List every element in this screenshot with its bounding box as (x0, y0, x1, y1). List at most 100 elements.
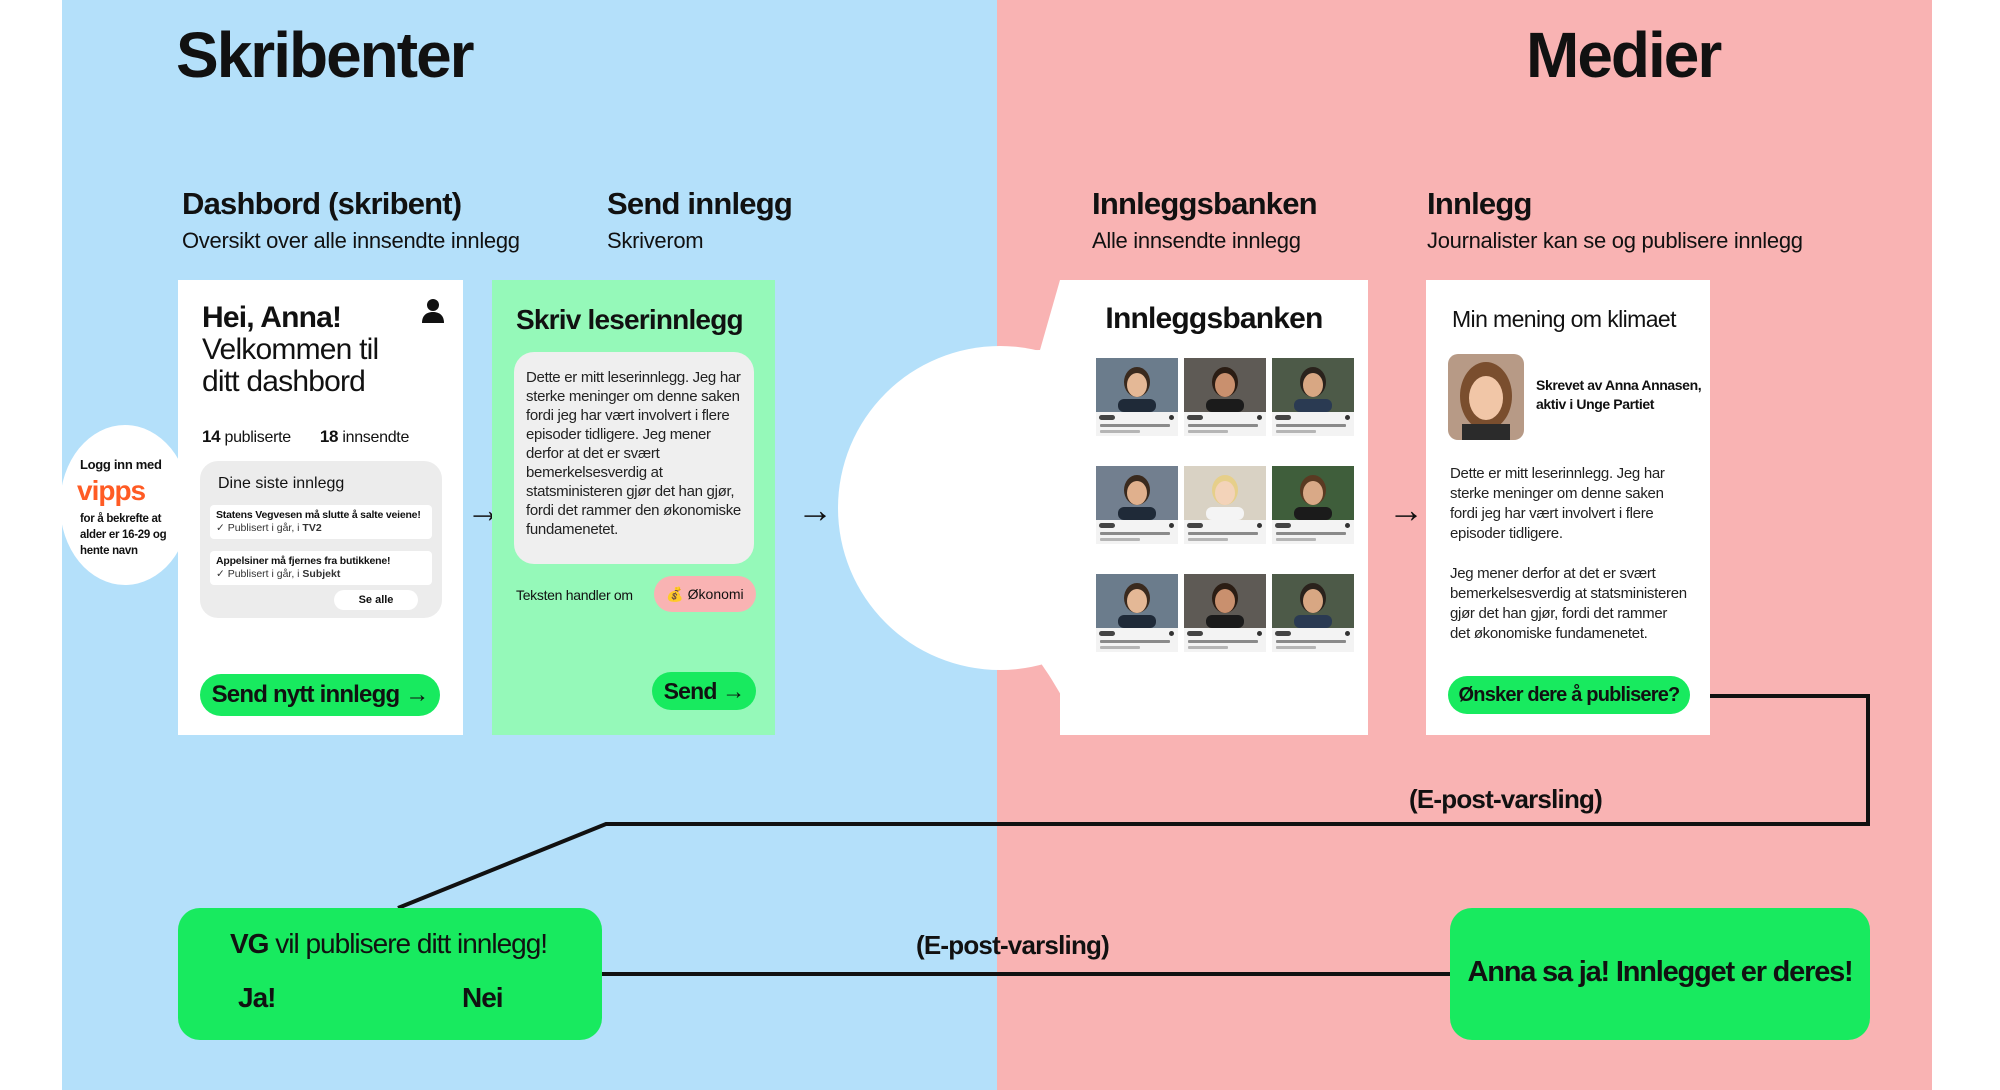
author-photo (1184, 466, 1266, 520)
greeting-name: Hei, Anna! (202, 301, 342, 334)
title-line (1100, 532, 1170, 535)
status-dot (1169, 523, 1174, 528)
outlet-name: VG (230, 928, 269, 959)
section-post-subtitle: Journalister kan se og publisere innlegg (1427, 228, 1803, 253)
arrow-right-icon: → (1388, 489, 1424, 530)
post-thumbnail[interactable] (1184, 358, 1266, 436)
writers-heading: Skribenter (176, 19, 475, 91)
user-icon[interactable] (421, 298, 445, 324)
section-post: Innlegg Journalister kan se og publisere… (1427, 186, 1803, 254)
section-dashboard: Dashbord (skribent) Oversikt over alle i… (182, 186, 520, 254)
meta-line (1188, 430, 1228, 433)
title-line (1276, 424, 1346, 427)
recent-posts-title: Dine siste innlegg (218, 475, 345, 492)
title-line (1100, 640, 1170, 643)
topic-chip (1099, 523, 1115, 528)
list-item-status: ✓ Publisert i går, i TV2 (216, 522, 322, 534)
list-item[interactable]: Statens Vegvesen må slutte å salte veien… (210, 505, 432, 539)
arrow-right-icon: → (797, 489, 833, 530)
post-thumbnail[interactable] (1096, 574, 1178, 652)
article-card: Min mening om klimaet Skrevet av Anna An… (1426, 280, 1710, 735)
article-byline: Skrevet av Anna Annasen, aktiv i Unge Pa… (1536, 377, 1702, 412)
topic-chip (1275, 523, 1291, 528)
status-dot (1345, 523, 1350, 528)
author-photo (1272, 466, 1354, 520)
email-notification-label: (E-post-varsling) (1409, 784, 1603, 814)
vipps-logo: vipps (77, 475, 146, 506)
post-thumbnail[interactable] (1272, 466, 1354, 544)
publish-request-button[interactable]: Ønsker dere å publisere? (1448, 676, 1690, 714)
vipps-login-text: Logg inn med (80, 457, 162, 472)
meta-line (1100, 538, 1140, 541)
status-dot (1169, 631, 1174, 636)
section-send: Send innlegg Skriverom (607, 186, 793, 254)
list-item-title: Statens Vegvesen må slutte å salte veien… (216, 509, 421, 521)
author-photo (1184, 358, 1266, 412)
section-bank: Innleggsbanken Alle innsendte innlegg (1092, 186, 1318, 254)
vipps-login-badge[interactable]: Logg inn med vipps for å bekrefte at ald… (60, 425, 190, 585)
money-bag-icon: 💰 (666, 586, 684, 602)
see-all-button[interactable]: Se alle (334, 590, 418, 610)
write-post-card: Skriv leserinnlegg Dette er mitt leserin… (492, 280, 775, 735)
published-label: publiserte (224, 429, 291, 446)
title-line (1276, 640, 1346, 643)
send-new-post-button[interactable]: Send nytt innlegg → (200, 674, 440, 716)
section-send-subtitle: Skriverom (607, 228, 704, 253)
post-thumbnail[interactable] (1096, 466, 1178, 544)
recent-posts: Dine siste innlegg Statens Vegvesen må s… (200, 461, 442, 618)
title-line (1188, 640, 1258, 643)
topic-chip (1275, 415, 1291, 420)
post-bank-title: Innleggsbanken (1105, 302, 1323, 335)
acceptance-confirmation-box: Anna sa ja! Innlegget er deres! (1450, 908, 1870, 1040)
meta-line (1276, 646, 1316, 649)
greeting-welcome: Velkommen til (202, 333, 379, 366)
meta-line (1188, 538, 1228, 541)
status-dot (1257, 415, 1262, 420)
meta-line (1188, 646, 1228, 649)
post-thumbnail[interactable] (1184, 574, 1266, 652)
greeting-dashboard: ditt dashbord (202, 365, 366, 398)
accept-button[interactable]: Ja! (238, 982, 276, 1013)
send-button[interactable]: Send → (652, 672, 756, 710)
title-line (1276, 532, 1346, 535)
section-dashboard-subtitle: Oversikt over alle innsendte innlegg (182, 228, 520, 253)
publish-offer-box: VG vil publisere ditt innlegg! Ja! Nei (178, 908, 602, 1040)
topic-tag[interactable]: 💰 Økonomi (654, 576, 756, 612)
title-line (1188, 532, 1258, 535)
meta-line (1276, 430, 1316, 433)
post-thumbnail[interactable] (1272, 574, 1354, 652)
title-line (1100, 424, 1170, 427)
post-thumbnail[interactable] (1096, 358, 1178, 436)
status-dot (1257, 631, 1262, 636)
media-heading: Medier (1526, 19, 1722, 91)
author-photo (1272, 574, 1354, 628)
status-dot (1345, 415, 1350, 420)
status-dot (1345, 631, 1350, 636)
title-line (1188, 424, 1258, 427)
topic-chip (1187, 631, 1203, 636)
status-dot (1257, 523, 1262, 528)
dashboard-greeting: Hei, Anna! Velkommen til ditt dashbord (202, 301, 379, 398)
status-dot (1169, 415, 1174, 420)
author-photo (1272, 358, 1354, 412)
section-dashboard-title: Dashbord (skribent) (182, 186, 462, 221)
list-item-title: Appelsiner må fjernes fra butikkene! (216, 555, 391, 567)
dashboard-stats: 14 publiserte 18 innsendte (202, 427, 409, 447)
post-bank-card: Innleggsbanken (1060, 280, 1368, 735)
post-thumbnail[interactable] (1184, 466, 1266, 544)
post-text-area[interactable]: Dette er mitt leserinnlegg. Jeg har ster… (514, 352, 754, 564)
topic-chip (1187, 415, 1203, 420)
vipps-description: for å bekrefte at alder er 16-29 og hent… (80, 513, 167, 557)
topic-chip (1099, 631, 1115, 636)
topic-chip (1275, 631, 1291, 636)
list-item-status: ✓ Publisert i går, i Subjekt (216, 568, 341, 580)
list-item[interactable]: Appelsiner må fjernes fra butikkene! ✓ P… (210, 551, 432, 585)
decline-button[interactable]: Nei (462, 982, 504, 1013)
meta-line (1100, 646, 1140, 649)
author-photo (1096, 358, 1178, 412)
dashboard-card: Hei, Anna! Velkommen til ditt dashbord 1… (178, 280, 463, 735)
section-bank-title: Innleggsbanken (1092, 186, 1318, 221)
email-notification-label: (E-post-varsling) (916, 930, 1110, 960)
post-thumbnail[interactable] (1272, 358, 1354, 436)
